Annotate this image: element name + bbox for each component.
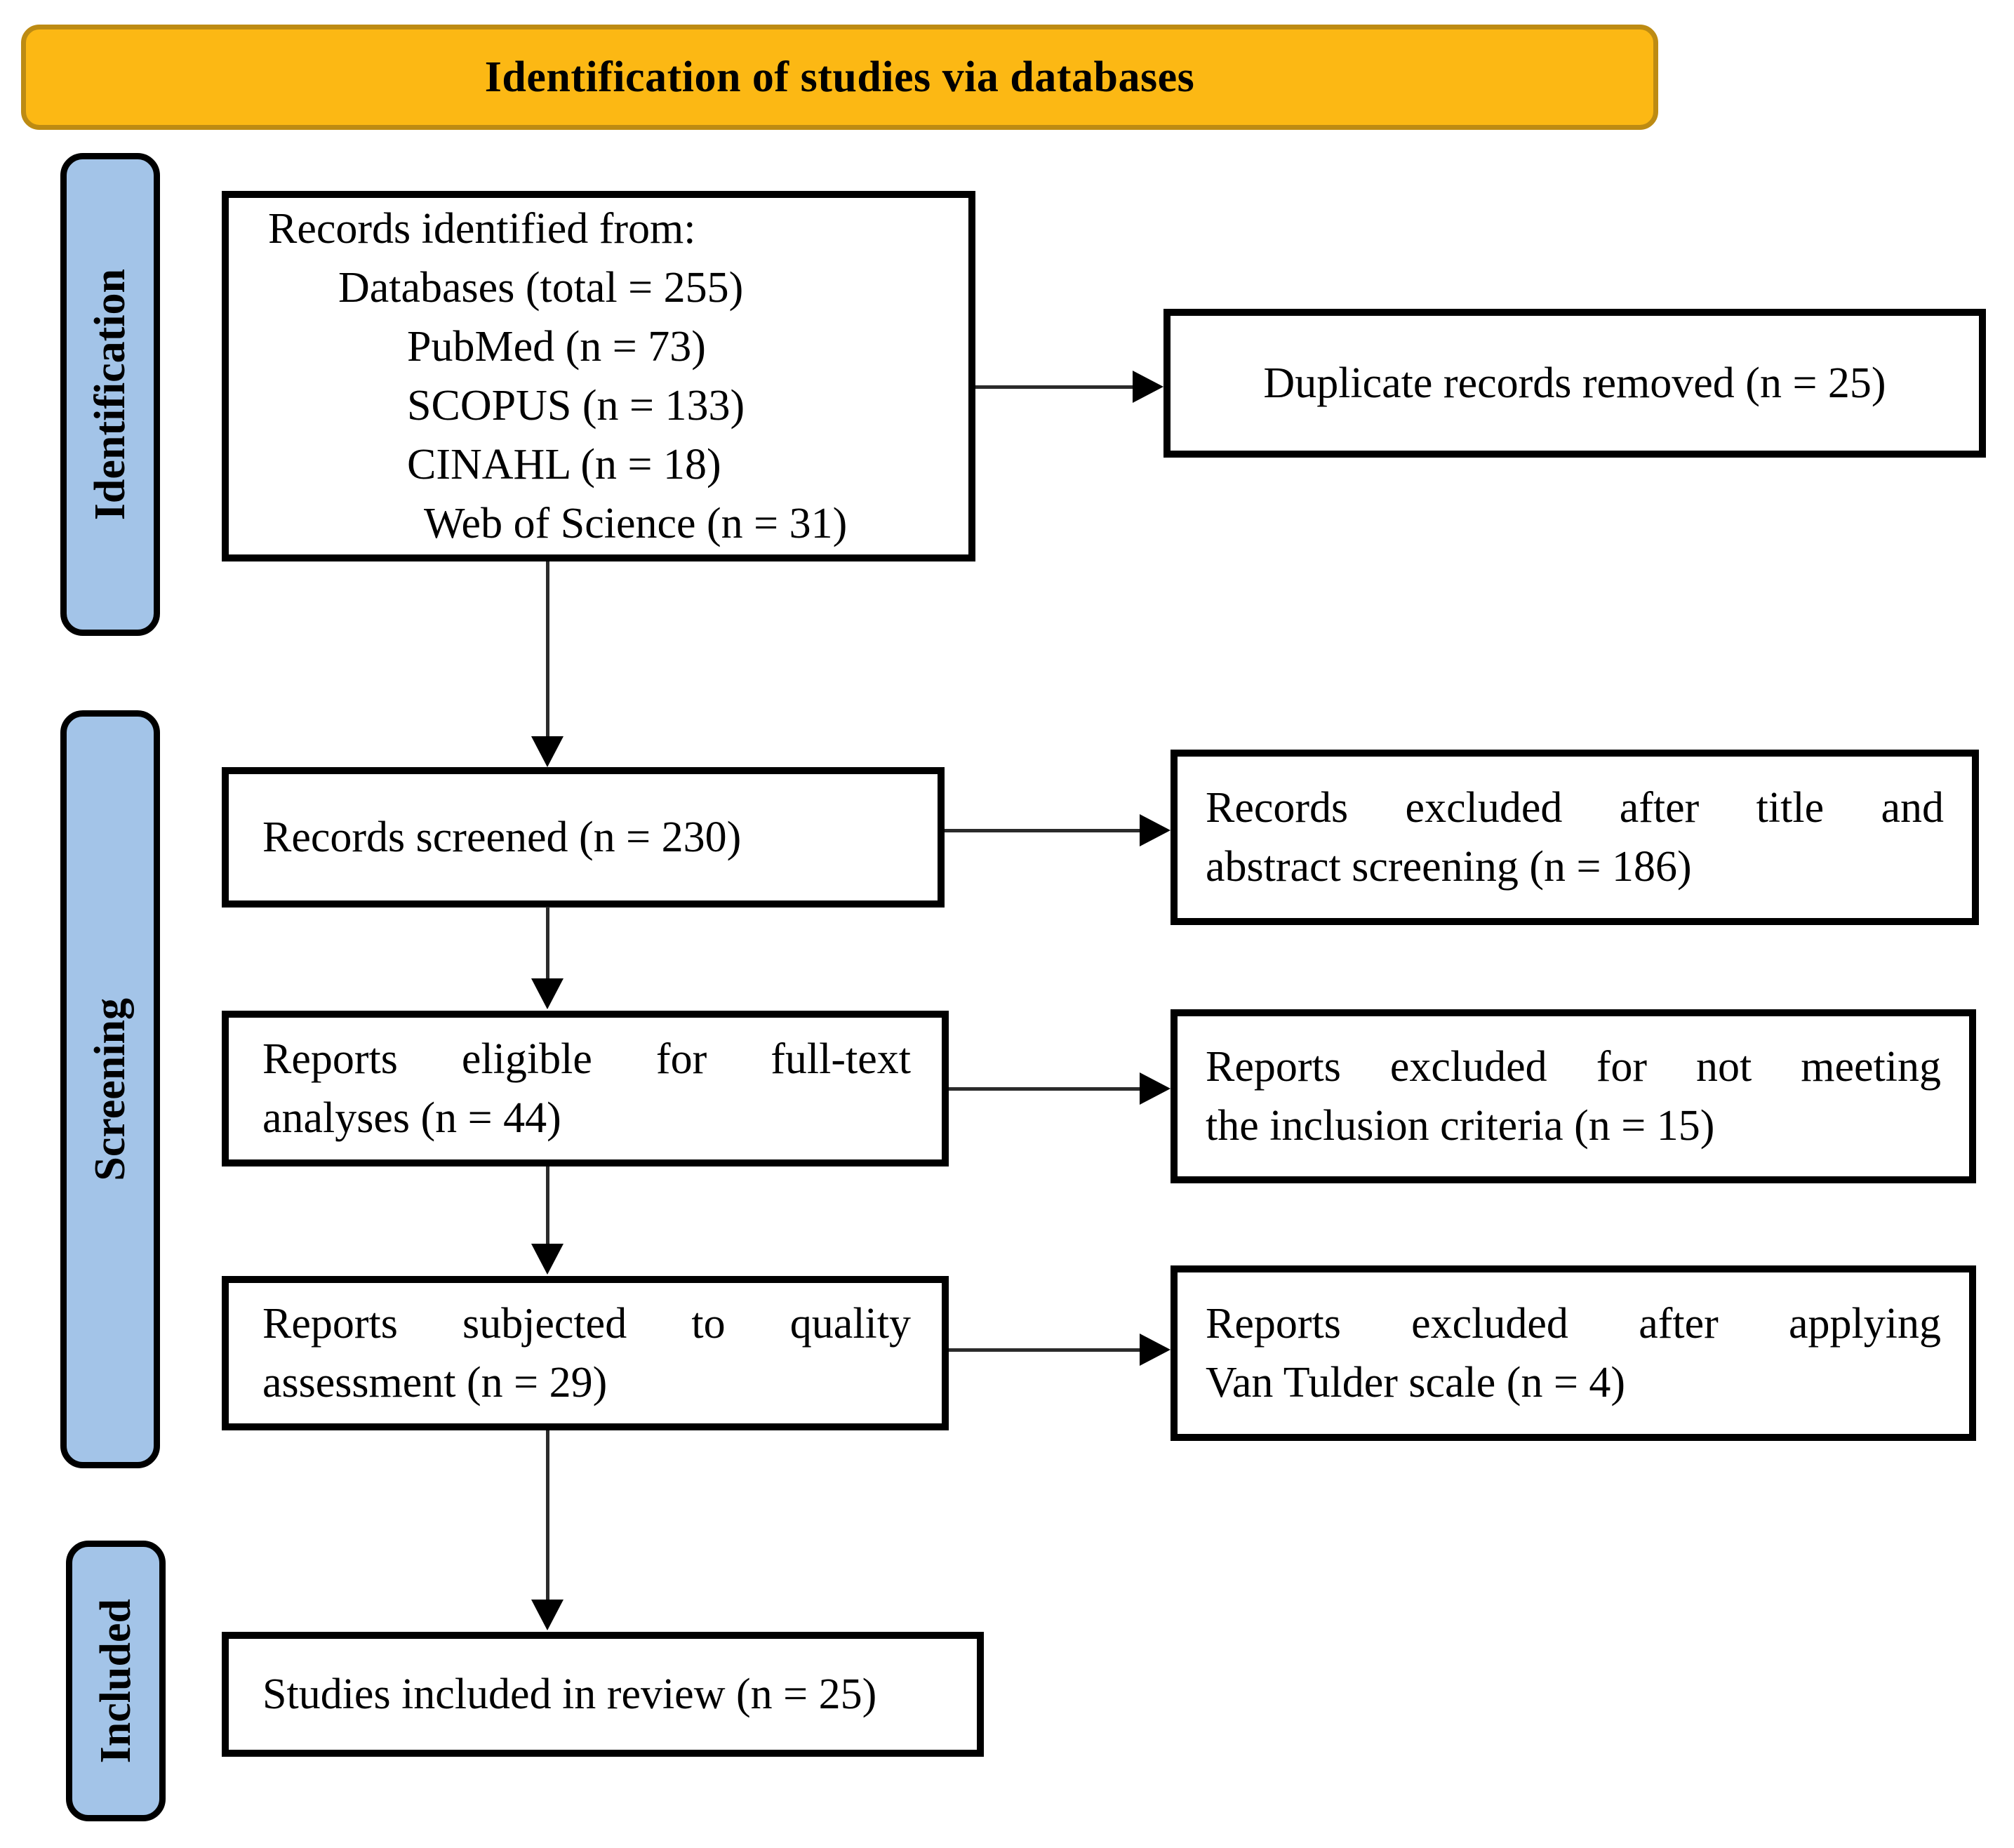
title-banner: Identification of studies via databases (21, 25, 1658, 130)
box-records-screened: Records screened (n = 230) (222, 767, 945, 908)
records-identified-line: PubMed (n = 73) (407, 323, 706, 371)
arrow-head-right-icon (1140, 1072, 1171, 1105)
excluded-criteria-line1: Reports excluded for not meeting (1206, 1043, 1941, 1091)
records-screened-text: Records screened (n = 230) (262, 813, 742, 861)
arrow-head-right-icon (1140, 1334, 1171, 1366)
box-excluded-van-tulder: Reports excluded after applying Van Tuld… (1171, 1265, 1976, 1441)
excluded-title-line1: Records excluded after title and (1206, 784, 1944, 832)
arrow-line (546, 561, 549, 738)
excluded-title-line2: abstract screening (n = 186) (1206, 843, 1692, 891)
arrow-line (975, 385, 1134, 389)
diagram-title: Identification of studies via databases (484, 53, 1195, 101)
duplicates-removed-text: Duplicate records removed (n = 25) (1263, 359, 1886, 407)
records-identified-line: SCOPUS (n = 133) (407, 382, 745, 430)
stage-included-label: Included (91, 1598, 140, 1764)
arrow-line (949, 1348, 1141, 1352)
box-duplicates-removed: Duplicate records removed (n = 25) (1163, 309, 1986, 458)
box-reports-eligible: Reports eligible for full-text analyses … (222, 1011, 949, 1166)
arrow-line (945, 829, 1141, 832)
arrow-head-right-icon (1140, 814, 1171, 846)
records-identified-line: Records identified from: (268, 205, 696, 253)
stage-included: Included (66, 1541, 166, 1821)
arrow-head-down-icon (531, 978, 563, 1009)
stage-identification: Identification (60, 153, 160, 636)
reports-quality-line1: Reports subjected to quality (262, 1300, 911, 1348)
box-reports-quality-assessment: Reports subjected to quality assessment … (222, 1276, 949, 1430)
arrow-head-down-icon (531, 736, 563, 767)
arrow-line (546, 1166, 549, 1245)
records-identified-line: Databases (total = 255) (338, 264, 744, 312)
stage-screening-label: Screening (86, 997, 134, 1181)
records-identified-line: Web of Science (n = 31) (424, 500, 848, 547)
arrow-head-right-icon (1133, 371, 1163, 403)
excluded-tulder-line1: Reports excluded after applying (1206, 1300, 1941, 1348)
arrow-line (546, 907, 549, 980)
records-identified-line: CINAHL (n = 18) (407, 441, 721, 488)
arrow-line (546, 1430, 549, 1601)
box-records-identified: Records identified from: Databases (tota… (222, 191, 975, 561)
reports-quality-line2: assessment (n = 29) (262, 1359, 608, 1407)
stage-identification-label: Identification (86, 268, 134, 521)
box-studies-included: Studies included in review (n = 25) (222, 1632, 984, 1757)
reports-eligible-line1: Reports eligible for full-text (262, 1035, 911, 1083)
arrow-head-down-icon (531, 1244, 563, 1275)
arrow-head-down-icon (531, 1600, 563, 1630)
arrow-line (949, 1087, 1141, 1091)
box-excluded-inclusion-criteria: Reports excluded for not meeting the inc… (1171, 1009, 1976, 1183)
reports-eligible-line2: analyses (n = 44) (262, 1094, 561, 1142)
box-excluded-title-abstract: Records excluded after title and abstrac… (1171, 750, 1979, 925)
excluded-criteria-line2: the inclusion criteria (n = 15) (1206, 1102, 1715, 1150)
excluded-tulder-line2: Van Tulder scale (n = 4) (1206, 1359, 1626, 1407)
stage-screening: Screening (60, 710, 160, 1468)
studies-included-text: Studies included in review (n = 25) (262, 1670, 877, 1718)
